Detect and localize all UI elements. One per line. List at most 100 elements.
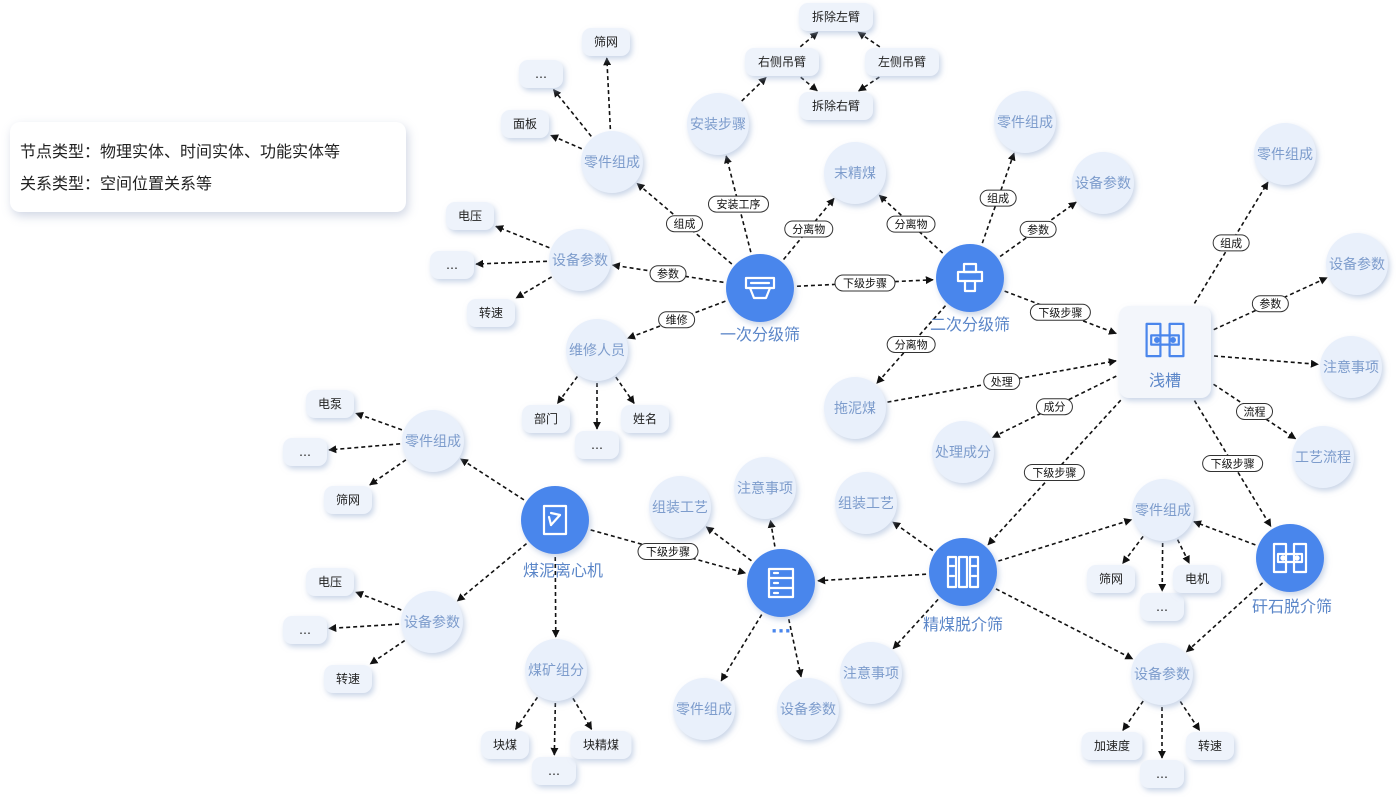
- node-h3[interactable]: 浅槽: [1119, 306, 1211, 398]
- node-s22[interactable]: 块精煤: [570, 731, 632, 759]
- node-label: …: [446, 258, 458, 272]
- trough-icon: [1272, 542, 1308, 574]
- node-h2[interactable]: 二次分级筛: [930, 244, 1010, 334]
- node-s11[interactable]: 拆除左臂: [799, 3, 873, 31]
- edge-label: 参数: [1019, 220, 1057, 238]
- node-c1[interactable]: 零件组成: [1254, 123, 1316, 185]
- edge-arrow: [887, 358, 1117, 403]
- node-c4[interactable]: 工艺流程: [1292, 426, 1354, 488]
- edge-arrow: [857, 76, 880, 92]
- node-label: 转速: [336, 671, 360, 686]
- node-a2[interactable]: 零件组成: [581, 131, 643, 193]
- screen-press-icon: [956, 262, 984, 293]
- node-b1[interactable]: 零件组成: [994, 91, 1056, 153]
- node-s12[interactable]: 拆除右臂: [799, 92, 873, 120]
- node-a1[interactable]: 安装步骤: [687, 93, 749, 155]
- node-s6[interactable]: 转速: [467, 299, 515, 327]
- edge-label: 下级步骤: [1029, 303, 1091, 321]
- node-label: 工艺流程: [1295, 450, 1351, 466]
- node-a4[interactable]: 维修人员: [566, 319, 628, 381]
- edge-label: 分离物: [886, 215, 936, 233]
- node-s20[interactable]: 块煤: [481, 731, 529, 759]
- edge-arrow: [796, 276, 934, 288]
- edge-arrow: [999, 201, 1077, 258]
- node-label: 转速: [1198, 738, 1222, 753]
- node-s1[interactable]: 筛网: [582, 28, 630, 56]
- node-d2[interactable]: 设备参数: [401, 591, 463, 653]
- node-d1[interactable]: 零件组成: [402, 410, 464, 472]
- node-s9[interactable]: 姓名: [621, 405, 669, 433]
- edge-arrow: [741, 76, 767, 102]
- node-s10[interactable]: 右侧吊臂: [745, 48, 819, 76]
- edge-arrow: [800, 76, 818, 92]
- svg-text:组成: 组成: [987, 191, 1009, 205]
- node-s24[interactable]: …: [1140, 593, 1184, 621]
- svg-text:下级步骤: 下级步骤: [843, 277, 887, 290]
- node-s5[interactable]: …: [430, 251, 474, 279]
- node-f3[interactable]: 零件组成: [1132, 479, 1194, 541]
- edge-label: 维修: [658, 311, 696, 329]
- node-e1[interactable]: 组装工艺: [649, 476, 711, 538]
- svg-text:安装工序: 安装工序: [717, 197, 761, 211]
- node-s2[interactable]: …: [519, 60, 563, 88]
- node-h5[interactable]: ···: [747, 549, 815, 642]
- node-s25[interactable]: 电机: [1173, 565, 1221, 593]
- node-f1[interactable]: 组装工艺: [835, 472, 897, 534]
- node-label: …: [299, 623, 311, 637]
- node-d3[interactable]: 煤矿组分: [525, 639, 587, 701]
- node-e3[interactable]: 零件组成: [673, 678, 735, 740]
- node-h7[interactable]: 矸石脱介筛: [1252, 524, 1332, 616]
- node-c5[interactable]: 处理成分: [932, 421, 994, 483]
- node-s21[interactable]: …: [532, 757, 576, 785]
- node-label: 零件组成: [676, 702, 732, 718]
- node-label: 筛网: [336, 492, 360, 507]
- edge-arrow: [556, 376, 579, 405]
- node-label: …: [591, 438, 603, 452]
- edge-arrow: [857, 31, 881, 48]
- node-f4[interactable]: 设备参数: [1131, 643, 1193, 705]
- node-c3[interactable]: 注意事项: [1320, 336, 1382, 398]
- node-s17[interactable]: 电压: [306, 568, 354, 596]
- node-b3[interactable]: 拖泥煤: [824, 377, 886, 439]
- node-b2[interactable]: 设备参数: [1072, 152, 1134, 214]
- node-c2[interactable]: 设备参数: [1326, 233, 1388, 295]
- node-s3[interactable]: 面板: [501, 110, 549, 138]
- legend-relation-types: 关系类型：空间位置关系等: [20, 174, 213, 193]
- node-h6[interactable]: 精煤脱介筛: [923, 538, 1003, 634]
- node-f2[interactable]: 注意事项: [840, 642, 902, 704]
- node-h1[interactable]: 一次分级筛: [720, 254, 800, 344]
- node-s23[interactable]: 筛网: [1087, 565, 1135, 593]
- node-label: 拆除左臂: [812, 9, 860, 24]
- node-s14[interactable]: 电泵: [306, 390, 354, 418]
- node-a5[interactable]: 末精煤: [824, 142, 886, 204]
- edge-label: 分离物: [784, 220, 834, 238]
- edge-label: 安装工序: [708, 195, 770, 213]
- node-h4[interactable]: 煤泥离心机: [521, 486, 603, 580]
- node-label: 注意事项: [843, 665, 899, 682]
- node-s26[interactable]: 加速度: [1081, 732, 1143, 760]
- node-a3[interactable]: 设备参数: [549, 229, 611, 291]
- node-label: 组装工艺: [838, 496, 894, 512]
- node-s28[interactable]: 转速: [1186, 732, 1234, 760]
- edge-arrow: [1185, 582, 1264, 653]
- svg-text:分离物: 分离物: [895, 217, 928, 231]
- edge-arrow: [799, 31, 819, 48]
- edge-arrow: [782, 197, 835, 260]
- node-label: 电泵: [318, 397, 342, 411]
- legend-node-types: 节点类型：物理实体、时间实体、功能实体等: [20, 142, 341, 161]
- node-s16[interactable]: 筛网: [324, 486, 372, 514]
- node-s27[interactable]: …: [1140, 760, 1184, 788]
- svg-text:组成: 组成: [1220, 236, 1242, 250]
- node-s7[interactable]: 部门: [522, 405, 570, 433]
- node-label: 设备参数: [780, 701, 836, 718]
- node-s8[interactable]: …: [575, 431, 619, 459]
- node-e2[interactable]: 注意事项: [734, 457, 796, 519]
- node-s15[interactable]: …: [283, 438, 327, 466]
- node-s13[interactable]: 左侧吊臂: [865, 48, 939, 76]
- node-s19[interactable]: 转速: [324, 665, 372, 693]
- node-s18[interactable]: …: [283, 616, 327, 644]
- node-s4[interactable]: 电压: [446, 202, 494, 230]
- edge-label: 下级步骤: [637, 543, 699, 560]
- node-e4[interactable]: 设备参数: [777, 678, 839, 740]
- svg-text:分离物: 分离物: [895, 337, 928, 351]
